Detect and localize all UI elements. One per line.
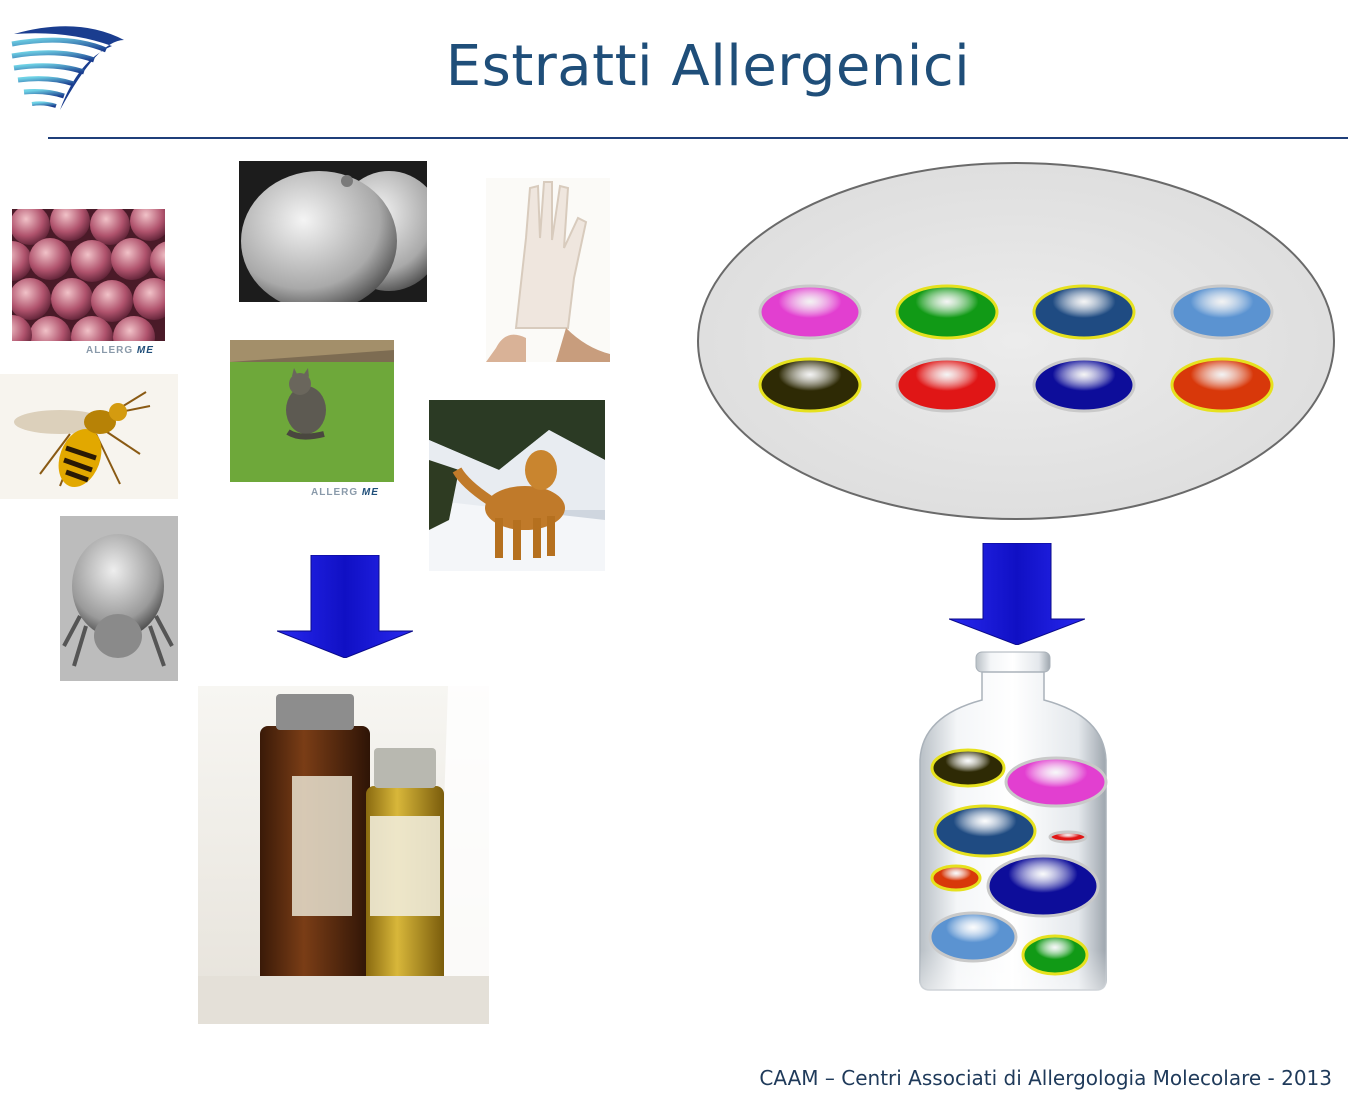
molecule-pill: [1034, 286, 1134, 338]
down-arrow-icon-2: [949, 543, 1085, 645]
title-divider: [48, 137, 1348, 139]
molecule-pill: [897, 359, 997, 411]
molecule-pill: [1034, 359, 1134, 411]
wasp-photo: [0, 374, 178, 499]
vial-molecule: [932, 750, 1004, 786]
molecular-vial: [918, 650, 1108, 1042]
cat-photo: [230, 340, 394, 482]
molecule-pill: [760, 286, 860, 338]
molecule-pill: [897, 286, 997, 338]
down-arrow-icon: [277, 555, 413, 658]
vial-molecule: [930, 913, 1016, 961]
allergome-watermark-2: ALLERG ME: [311, 487, 379, 498]
vial-molecule: [1006, 758, 1106, 806]
dog-photo: [429, 400, 605, 571]
molecule-components-ellipse: [695, 160, 1337, 522]
vial-molecule: [988, 856, 1098, 916]
footer-credit: CAAM – Centri Associati di Allergologia …: [759, 1066, 1332, 1090]
vial-molecule: [1023, 936, 1087, 974]
extract-vials-photo: [198, 686, 489, 1024]
latex-glove-photo: [486, 178, 610, 362]
vial-molecule: [1050, 832, 1086, 842]
molecule-pill: [1172, 286, 1272, 338]
page-title: Estratti Allergenici: [0, 34, 1350, 99]
vial-molecule: [935, 806, 1035, 856]
molecule-pill: [1172, 359, 1272, 411]
pollen-photo: [239, 161, 427, 302]
dust-mite-photo: [60, 516, 178, 681]
molecule-pill: [760, 359, 860, 411]
allergome-watermark: ALLERG ME: [86, 345, 154, 356]
vial-molecule: [932, 866, 980, 890]
peaches-photo: [12, 209, 165, 341]
